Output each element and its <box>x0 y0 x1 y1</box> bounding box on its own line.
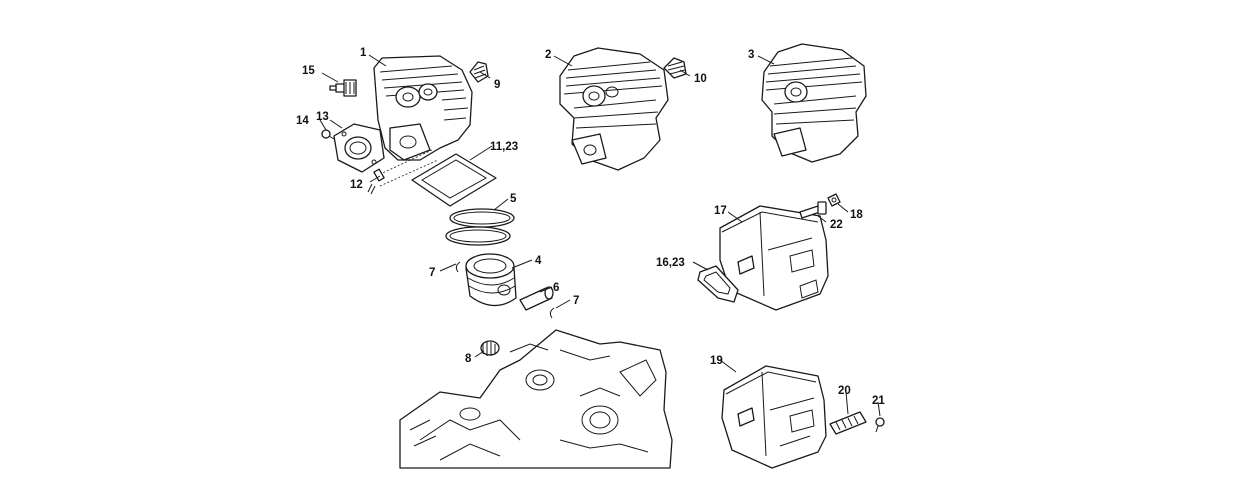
cylinder-gasket <box>411 153 497 207</box>
piston-rings-5 <box>445 208 515 246</box>
label-part-11-23: 11,23 <box>490 141 518 153</box>
label-part-10: 10 <box>694 73 707 85</box>
label-part-15: 15 <box>302 65 315 77</box>
cylinder-1 <box>373 55 473 161</box>
label-part-12: 12 <box>350 179 363 191</box>
circlip-7b <box>549 307 555 319</box>
muffler-17 <box>719 205 829 311</box>
label-part-17: 17 <box>714 205 727 217</box>
decomp-valve-9 <box>469 61 489 83</box>
muffler-gasket <box>697 265 739 303</box>
spark-plug-15 <box>329 79 357 97</box>
leader-lines <box>319 54 881 417</box>
label-part-21: 21 <box>872 395 885 407</box>
label-part-20: 20 <box>838 385 851 397</box>
callout-labels: 1 2 3 4 5 6 7 7 8 9 10 11,23 12 13 14 15… <box>296 47 885 407</box>
label-part-18: 18 <box>850 209 863 221</box>
circlip-7a <box>455 261 461 273</box>
piston-4 <box>465 253 517 307</box>
label-part-6: 6 <box>553 282 559 294</box>
label-part-8: 8 <box>465 353 472 365</box>
cylinder-2 <box>559 47 669 171</box>
label-part-1: 1 <box>360 47 367 59</box>
decomp-valve-10 <box>663 57 687 79</box>
needle-bearing-8 <box>480 340 500 356</box>
screw-22 <box>799 201 827 219</box>
label-part-4: 4 <box>535 255 542 267</box>
piston-pin-6 <box>519 286 554 311</box>
spark-screen-20 <box>829 411 867 435</box>
assembly-line <box>379 159 439 187</box>
label-part-16-23: 16,23 <box>656 257 685 269</box>
screw-12 <box>367 168 385 195</box>
label-part-14: 14 <box>296 115 309 127</box>
label-part-13: 13 <box>316 111 329 123</box>
label-part-7a: 7 <box>429 267 435 279</box>
label-part-5: 5 <box>510 193 517 205</box>
screw-14 <box>321 129 335 140</box>
label-part-19: 19 <box>710 355 723 367</box>
muffler-19 <box>721 365 827 469</box>
label-part-9: 9 <box>494 79 500 91</box>
cylinder-3 <box>761 43 867 163</box>
label-part-7b: 7 <box>573 295 579 307</box>
label-part-2: 2 <box>545 49 551 61</box>
screw-21 <box>875 417 885 433</box>
washer-18 <box>827 193 841 207</box>
intake-flange-13 <box>333 123 385 173</box>
crankcase <box>399 329 673 469</box>
label-part-22: 22 <box>830 219 843 231</box>
label-part-3: 3 <box>748 49 754 61</box>
